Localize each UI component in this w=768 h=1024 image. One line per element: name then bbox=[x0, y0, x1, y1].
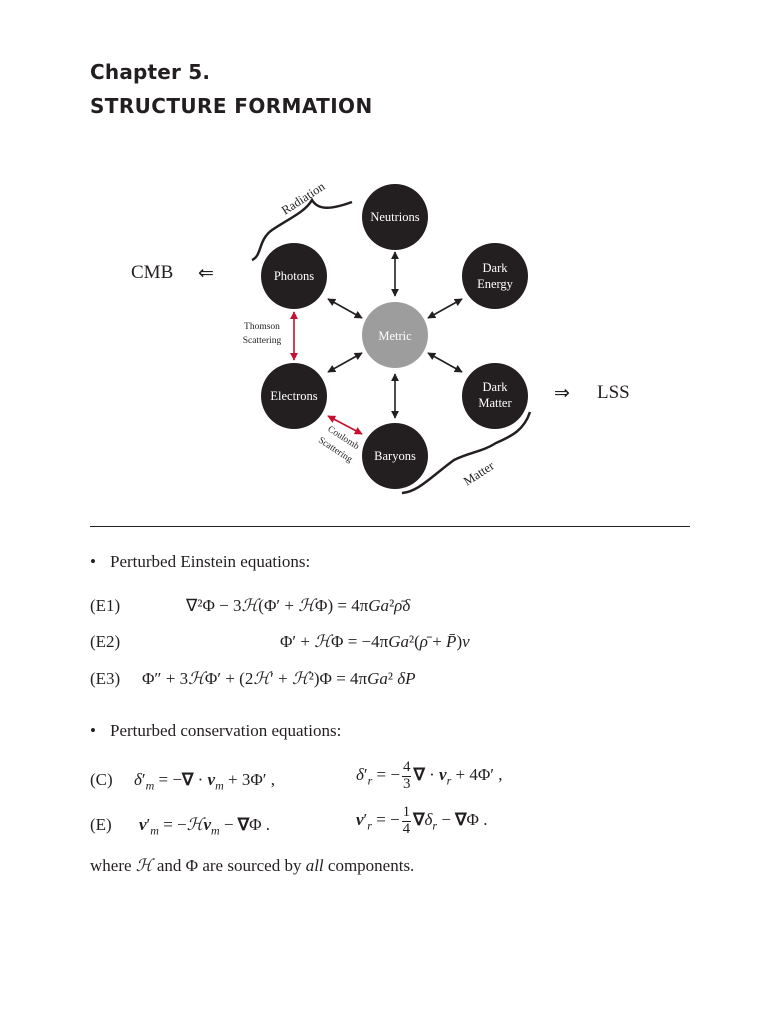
cmb-arrow: ⇐ bbox=[198, 263, 214, 284]
radiation-label: Radiation bbox=[279, 179, 328, 218]
section-divider bbox=[90, 526, 690, 527]
equation-e3: Φ″ + 3ℋΦ′ + (2ℋ′ + ℋ²)Φ = 4πGa² δP bbox=[142, 669, 416, 688]
conservation-intro: •Perturbed conservation equations: bbox=[90, 721, 342, 740]
eq-label-e: (E) bbox=[90, 815, 112, 834]
node-photons bbox=[261, 243, 327, 309]
eq-label-c: (C) bbox=[90, 770, 113, 789]
lss-arrow: ⇒ bbox=[554, 383, 570, 404]
node-label-dark-matter-line2: Matter bbox=[478, 396, 512, 410]
eq-label-e3: (E3) bbox=[90, 669, 121, 688]
node-metric bbox=[362, 302, 428, 368]
node-baryons bbox=[362, 423, 428, 489]
node-label-electrons: Electrons bbox=[270, 389, 317, 403]
node-neutrinos bbox=[362, 184, 428, 250]
node-dark-matter bbox=[462, 363, 528, 429]
arrow-metric-electrons bbox=[327, 352, 363, 373]
thomson-label-line2: Scattering bbox=[243, 336, 282, 346]
equation-e2: Φ′ + ℋΦ = −4πGa²(ρ̄ + P̄)v bbox=[280, 632, 470, 651]
node-dark-energy bbox=[462, 243, 528, 309]
node-label-metric: Metric bbox=[378, 329, 412, 343]
node-electrons bbox=[261, 363, 327, 429]
node-label-dark-energy-line1: Dark bbox=[483, 261, 509, 275]
node-label-baryons: Baryons bbox=[374, 449, 416, 463]
bullet-icon: • bbox=[90, 721, 96, 740]
chapter-number: Chapter 5. bbox=[90, 60, 211, 84]
eq-label-e1: (E1) bbox=[90, 596, 121, 615]
bullet-icon: • bbox=[90, 552, 96, 571]
equation-e1: ∇²Φ − 3ℋ(Φ′ + ℋΦ) = 4πGa²ρ̄δ bbox=[186, 596, 411, 615]
thomson-label-line1: Thomson bbox=[244, 322, 280, 332]
structure-formation-diagram: Neutrions Photons Dark Energy Metric Ele… bbox=[131, 179, 630, 495]
arrow-metric-dark-matter bbox=[427, 352, 463, 373]
chapter-title: STRUCTURE FORMATION bbox=[90, 94, 373, 118]
arrow-metric-photons bbox=[327, 298, 363, 319]
matter-brace bbox=[401, 411, 532, 495]
node-label-dark-matter-line1: Dark bbox=[483, 380, 509, 394]
eq-label-e2: (E2) bbox=[90, 632, 121, 651]
equation-c-matter: δ′m = −∇ · vm + 3Φ′ , bbox=[134, 770, 275, 793]
footer-sentence: where ℋ and Φ are sourced by all compone… bbox=[90, 856, 415, 875]
einstein-intro: •Perturbed Einstein equations: bbox=[90, 552, 311, 571]
cmb-label: CMB bbox=[131, 262, 173, 283]
node-label-photons: Photons bbox=[274, 269, 314, 283]
node-label-dark-energy-line2: Energy bbox=[477, 277, 514, 291]
radiation-brace bbox=[251, 197, 353, 262]
node-label-neutrinos: Neutrions bbox=[370, 210, 419, 224]
arrow-coulomb-scattering bbox=[327, 415, 363, 435]
lss-label: LSS bbox=[597, 382, 630, 403]
equation-e-matter: v′m = −ℋvm − ∇Φ . bbox=[139, 815, 271, 838]
arrow-metric-dark-energy bbox=[427, 298, 463, 319]
matter-label: Matter bbox=[461, 458, 497, 488]
